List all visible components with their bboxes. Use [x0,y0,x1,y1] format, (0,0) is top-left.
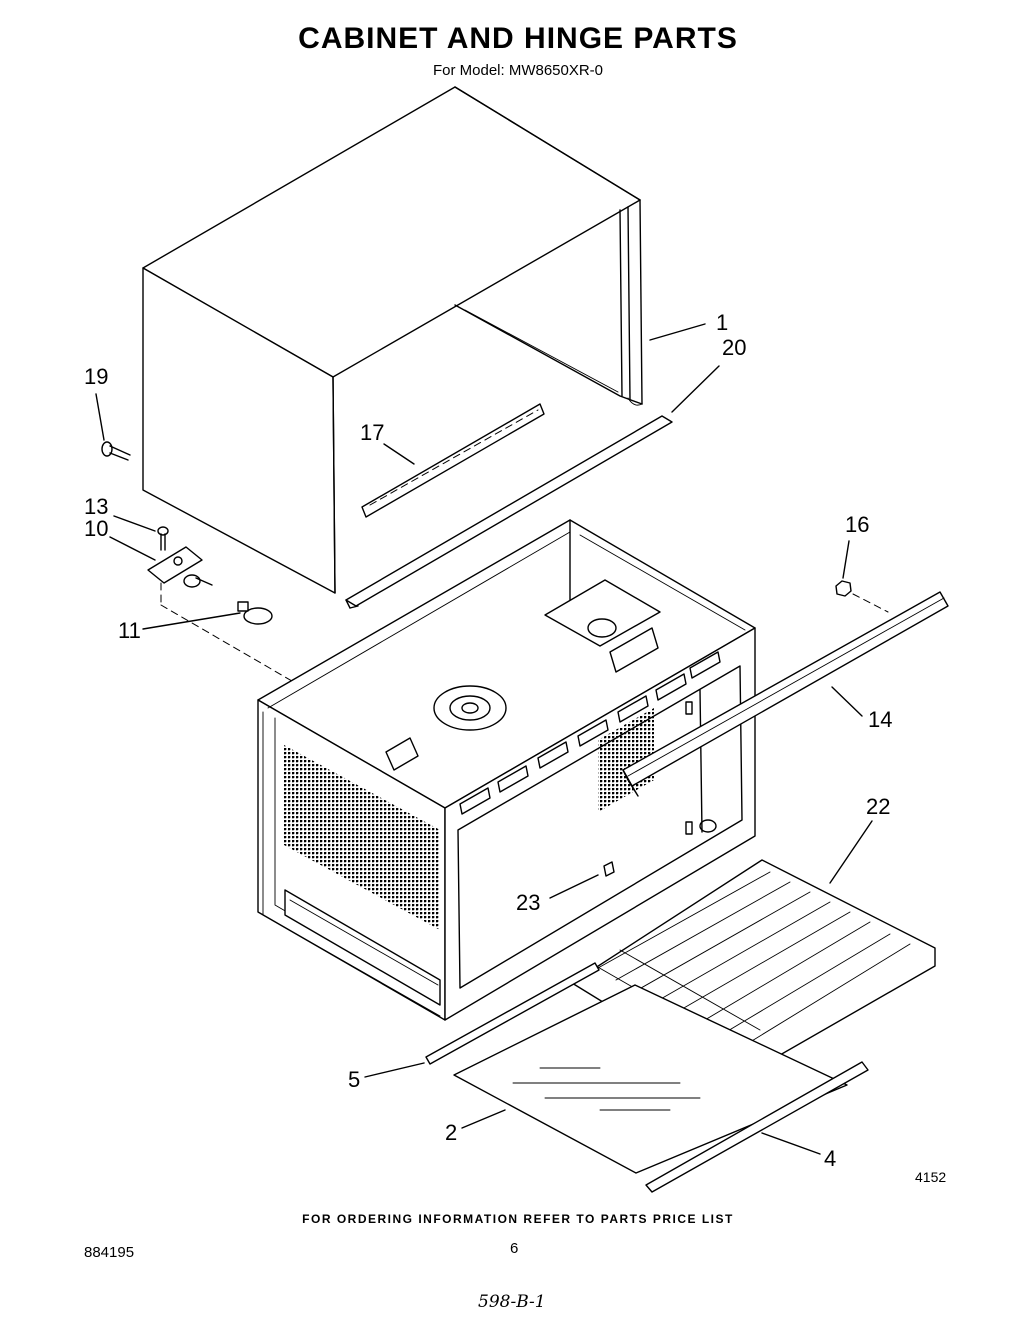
model-subtitle: For Model: MW8650XR-0 [432,62,604,79]
callout-19: 19 [84,364,108,389]
part-20-rail [345,415,673,609]
figure-number: 4152 [915,1169,947,1185]
part-5-strip [425,962,600,1065]
callout-2: 2 [445,1120,457,1145]
callout-22: 22 [866,794,890,819]
callout-1: 1 [716,310,728,335]
callout-labels: 1 20 19 17 13 10 16 11 14 22 23 5 2 4 [84,310,892,1171]
cabinet-wrapper [142,86,643,594]
callout-16: 16 [845,512,869,537]
part-2-panel [453,984,848,1174]
callout-20: 20 [722,335,746,360]
hinge-assembly [147,526,386,736]
leader-lines [95,323,873,1155]
document-number: 884195 [84,1244,135,1261]
page-number: 6 [510,1240,519,1257]
callout-11: 11 [118,618,141,643]
callout-13: 13 [84,494,108,519]
callout-4: 4 [824,1146,836,1171]
callout-5: 5 [348,1067,360,1092]
callout-14: 14 [868,707,892,732]
part-16-nut [835,580,889,613]
callout-10: 10 [84,516,108,541]
part-4-strip [645,1061,869,1193]
callout-17: 17 [360,420,384,445]
part-14-trim [622,591,949,797]
oven-chassis [257,519,756,1021]
ordering-note: FOR ORDERING INFORMATION REFER TO PARTS … [302,1212,734,1226]
callout-23: 23 [516,890,540,915]
handwritten-note: 598-B-1 [478,1292,546,1312]
page-title: CABINET AND HINGE PARTS [298,22,738,55]
part-19-screw [101,441,131,461]
part-17-strip [361,403,545,518]
